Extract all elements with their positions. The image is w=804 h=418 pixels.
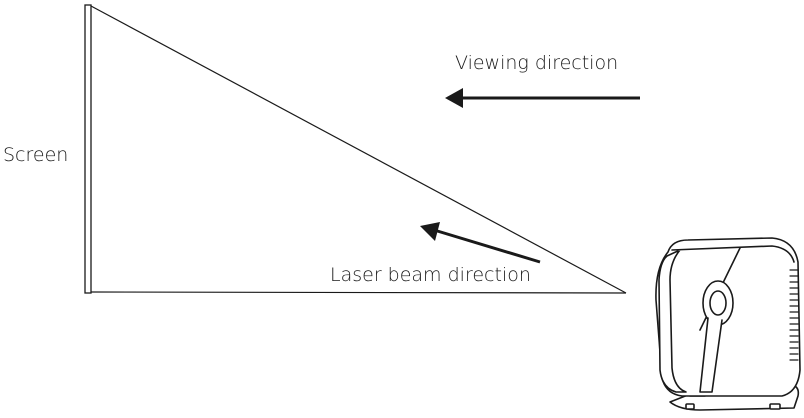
laser-beam-direction-label: Laser beam direction <box>330 264 531 286</box>
screen <box>85 5 91 293</box>
projection-beam <box>91 6 626 293</box>
arrow-up-left-icon <box>420 222 540 262</box>
arrow-left-icon <box>445 88 640 108</box>
screen-label: Screen <box>3 144 68 166</box>
viewing-direction-label: Viewing direction <box>455 52 618 74</box>
projector-icon <box>656 238 800 410</box>
